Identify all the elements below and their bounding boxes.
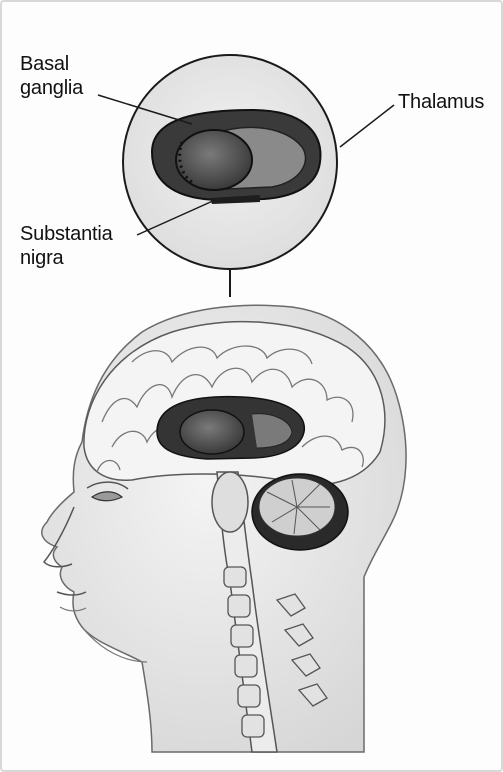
label-thalamus: Thalamus xyxy=(398,90,484,114)
magnified-inset xyxy=(123,55,337,297)
label-basal-ganglia-line1: Basal xyxy=(20,52,83,76)
label-substantia-nigra: Substantia nigra xyxy=(20,222,113,270)
label-substantia-nigra-line1: Substantia xyxy=(20,222,113,246)
label-substantia-nigra-line2: nigra xyxy=(20,246,113,270)
label-basal-ganglia: Basal ganglia xyxy=(20,52,83,100)
label-basal-ganglia-line2: ganglia xyxy=(20,76,83,100)
thalamus-pointer xyxy=(340,105,394,147)
label-thalamus-text: Thalamus xyxy=(398,91,484,113)
